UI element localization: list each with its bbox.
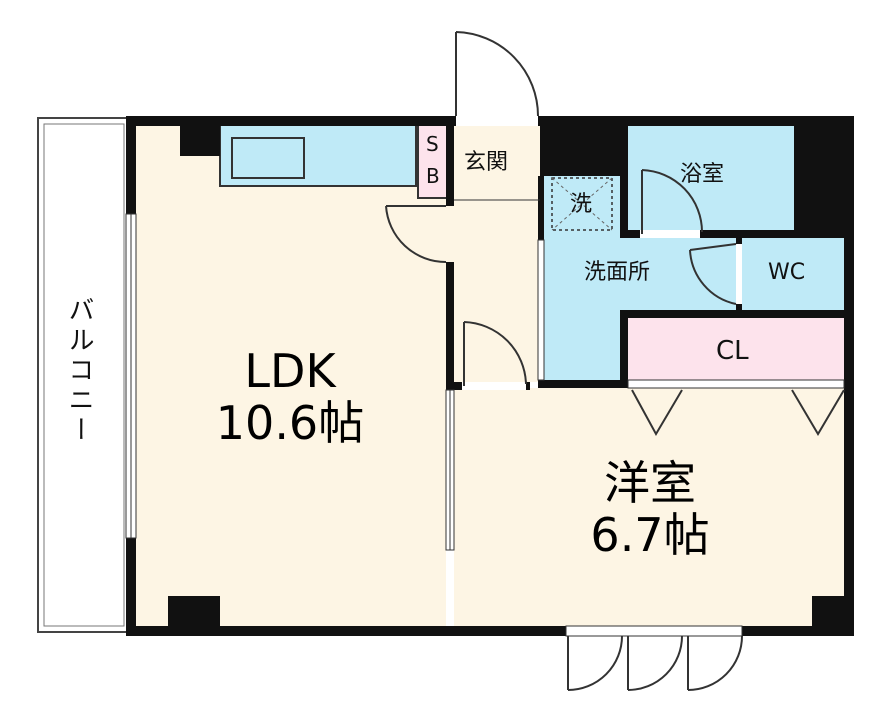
closet-door-track	[627, 379, 845, 389]
ldk-door	[385, 205, 454, 264]
closet-fold-doors	[631, 389, 845, 437]
toilet-label: WC	[768, 260, 806, 285]
washer-label: 洗	[570, 192, 593, 217]
western-room-windows	[565, 625, 743, 691]
ldk-floor	[134, 124, 446, 628]
entrance-door	[455, 31, 539, 126]
western-room-label: 洋室 6.7帖	[540, 456, 760, 562]
western-room-size: 6.7帖	[590, 507, 710, 562]
ldk-size: 10.6帖	[215, 395, 365, 450]
closet-label: CL	[716, 336, 749, 366]
shoe-box-label-top: S	[426, 132, 439, 156]
washroom-label: 洗面所	[584, 260, 651, 285]
western-room-name: 洋室	[604, 456, 696, 510]
shoe-box-label-bottom: B	[426, 164, 440, 188]
ldk-western-window	[445, 389, 455, 551]
ldk-name: LDK	[244, 344, 336, 398]
entrance-label: 玄関	[464, 150, 509, 175]
bath-label: 浴室	[680, 162, 725, 187]
bath-door	[640, 169, 703, 238]
kitchen-counter	[219, 123, 417, 187]
balcony-area	[37, 117, 131, 633]
columns	[168, 116, 854, 636]
washer-pan	[551, 177, 613, 231]
ldk-label: LDK 10.6帖	[190, 344, 390, 450]
western-room-floor	[454, 388, 846, 628]
washroom-door	[537, 239, 545, 381]
ldk-window	[125, 213, 137, 539]
bath-floor	[628, 124, 794, 232]
toilet-floor	[742, 238, 846, 310]
closet-floor	[628, 318, 846, 380]
western-room-door	[462, 321, 527, 390]
balcony-label: バルコニー	[64, 296, 94, 446]
entrance-floor	[454, 124, 540, 382]
toilet-door	[689, 243, 742, 305]
